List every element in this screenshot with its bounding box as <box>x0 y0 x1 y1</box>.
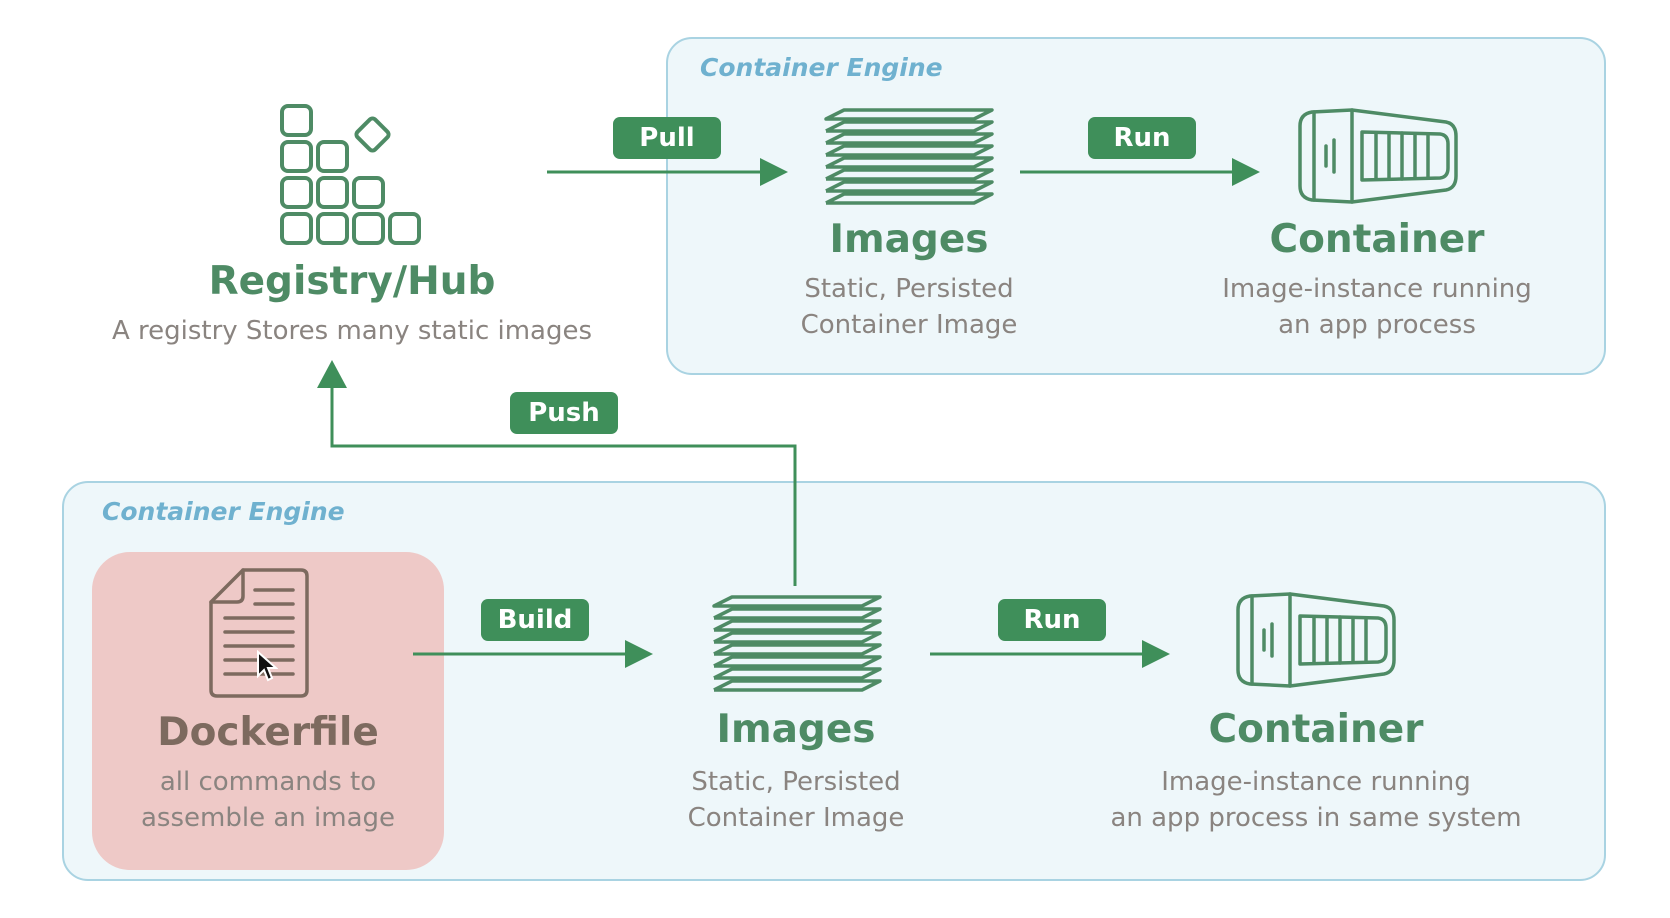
top-container-title: Container <box>1269 217 1485 262</box>
run-top-arrowhead <box>1232 158 1260 186</box>
registry-grid-icon <box>280 104 421 245</box>
bottom-container-line1: Image-instance running <box>1161 767 1471 797</box>
dockerfile-title: Dockerfile <box>157 710 379 755</box>
mouse-cursor-icon <box>257 650 278 682</box>
top-container-line2: an app process <box>1278 310 1476 340</box>
top-images-line1: Static, Persisted <box>804 274 1014 304</box>
push-arrow-line <box>330 385 797 586</box>
bottom-container-title: Container <box>1208 707 1424 752</box>
top-images-line2: Container Image <box>800 310 1018 340</box>
top-container-engine-panel: Container Engine <box>666 37 1606 375</box>
run-bottom-badge: Run <box>998 599 1106 641</box>
top-engine-label: Container Engine <box>700 53 943 82</box>
bottom-images-line1: Static, Persisted <box>691 767 901 797</box>
registry-title: Registry/Hub <box>208 259 496 304</box>
registry-description: A registry Stores many static images <box>111 316 593 346</box>
build-arrowhead <box>625 640 653 668</box>
build-badge: Build <box>481 599 589 641</box>
pull-badge: Pull <box>613 117 721 159</box>
dockerfile-line2: assemble an image <box>141 803 395 833</box>
container-icon <box>1236 592 1396 688</box>
push-badge: Push <box>510 392 618 434</box>
pull-arrowhead <box>760 158 788 186</box>
container-icon <box>1298 108 1458 204</box>
push-arrowhead <box>317 360 347 388</box>
bottom-engine-label: Container Engine <box>102 497 345 526</box>
image-layers-icon <box>824 108 994 205</box>
top-container-line1: Image-instance running <box>1222 274 1532 304</box>
bottom-images-title: Images <box>716 707 876 752</box>
bottom-container-line2: an app process in same system <box>1110 803 1522 833</box>
top-images-title: Images <box>829 217 989 262</box>
run-top-badge: Run <box>1088 117 1196 159</box>
bottom-images-line2: Container Image <box>687 803 905 833</box>
run-bottom-arrowhead <box>1142 640 1170 668</box>
image-layers-icon <box>712 595 882 692</box>
dockerfile-line1: all commands to <box>159 767 377 797</box>
